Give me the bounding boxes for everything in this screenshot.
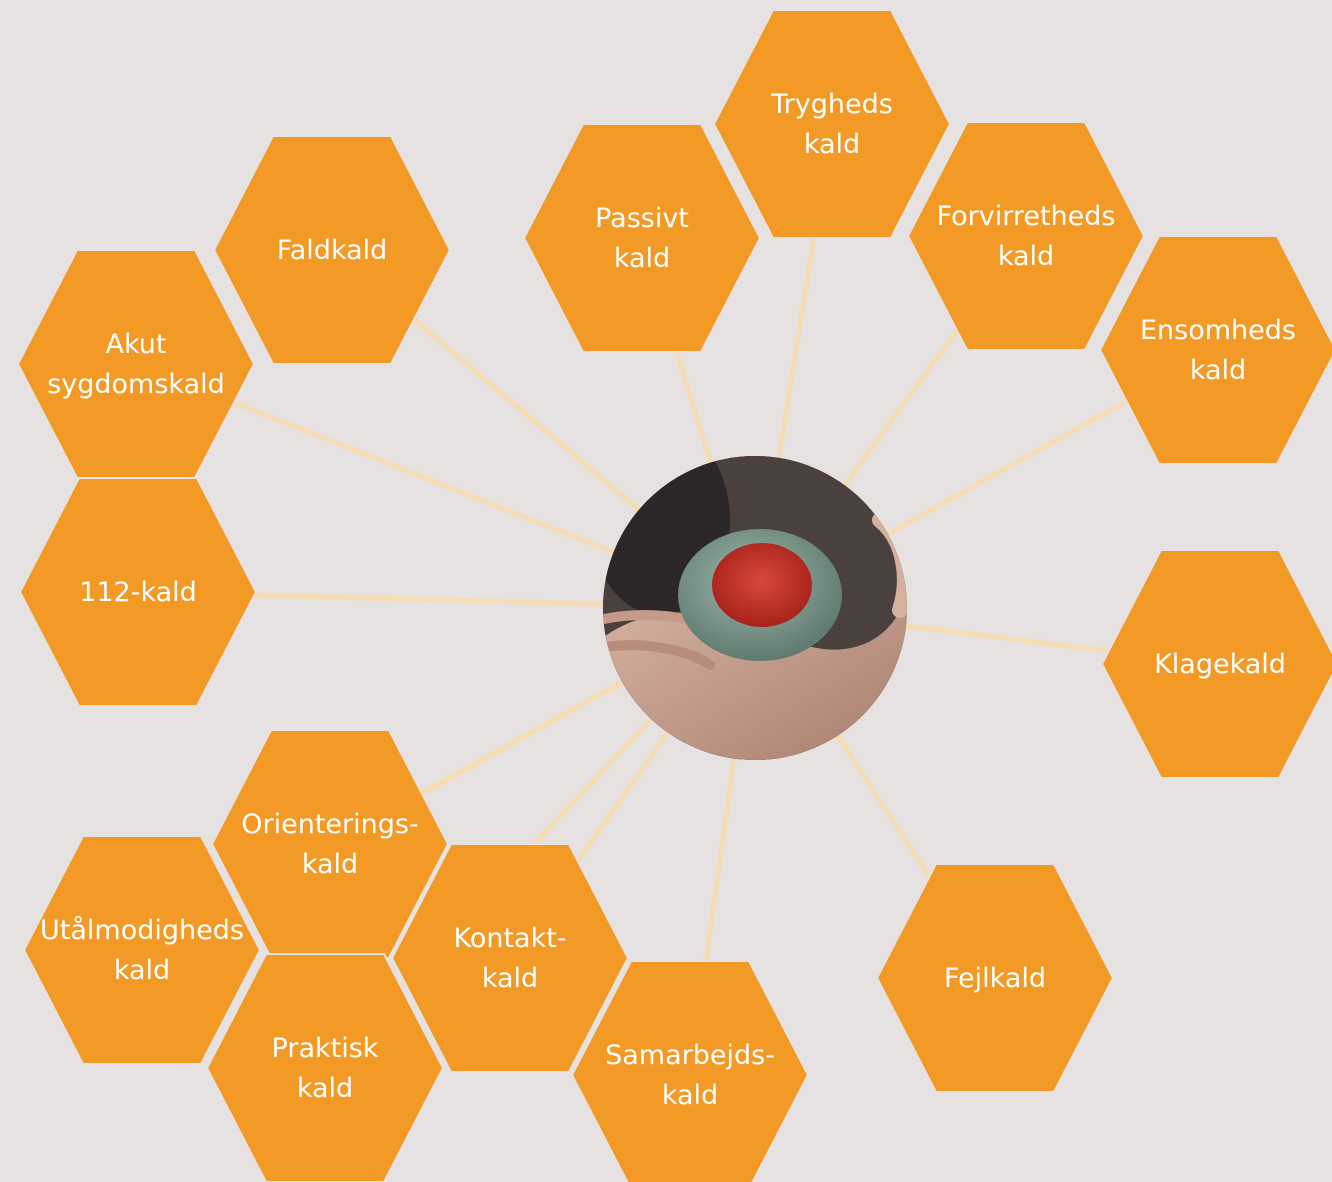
hex-node-akut: Akut sygdomskald (16, 249, 256, 479)
hex-label-utaalmodigheds-line-2: kald (114, 955, 170, 986)
hexagon-shape (205, 953, 445, 1182)
hex-label-utaalmodigheds-line-1: Utålmodigheds (40, 915, 244, 946)
hexagon-shape (390, 843, 630, 1073)
hexagon-shape (16, 249, 256, 479)
hexagon-shape (875, 863, 1115, 1093)
hexagon-shape (212, 135, 452, 365)
hex-node-forvirretheds: Forvirretheds kald (906, 121, 1146, 351)
alarm-button-red-center (712, 543, 812, 627)
hex-label-passivt-line-2: kald (614, 243, 670, 274)
hexagon-shape (522, 123, 762, 353)
hex-label-praktisk-line-2: kald (297, 1073, 353, 1104)
hexagon-shape (1098, 235, 1332, 465)
hex-label-praktisk-line-1: Praktisk (272, 1033, 379, 1064)
hex-label-112-line-1: 112-kald (79, 577, 197, 608)
hex-node-utaalmodigheds: Utålmodigheds kald (22, 835, 262, 1065)
hexagon-shape (570, 960, 810, 1182)
hex-node-kontakt: Kontakt-kald (390, 843, 630, 1073)
hex-node-fejlkald: Fejlkald (875, 863, 1115, 1093)
hex-node-trygheds: Trygheds kald (712, 9, 952, 239)
hex-label-orienterings-line-1: Orienterings- (241, 809, 418, 840)
hexagon-shape (18, 477, 258, 707)
hex-node-samarbejds: Samarbejds-kald (570, 960, 810, 1182)
hex-label-forvirretheds-line-2: kald (998, 241, 1054, 272)
hex-label-klagekald-line-1: Klagekald (1154, 649, 1286, 680)
center-photo (603, 456, 907, 760)
call-type-nodes: TryghedskaldPassivtkaldForvirrethedskald… (16, 9, 1332, 1182)
hex-node-112: 112-kald (18, 477, 258, 707)
hex-label-samarbejds-line-2: kald (662, 1080, 718, 1111)
hex-label-akut-line-1: Akut (106, 329, 167, 360)
finger-shape (603, 640, 715, 670)
hex-node-ensomheds: Ensomheds kald (1098, 235, 1332, 465)
hex-label-passivt-line-1: Passivt (595, 203, 689, 234)
hex-label-ensomheds-line-2: kald (1190, 355, 1246, 386)
hex-label-samarbejds-line-1: Samarbejds- (605, 1040, 775, 1071)
hex-label-forvirretheds-line-1: Forvirretheds (937, 201, 1116, 232)
hex-label-kontakt-line-1: Kontakt- (453, 923, 566, 954)
hex-label-fejlkald-line-1: Fejlkald (944, 963, 1046, 994)
hex-label-orienterings-line-2: kald (302, 849, 358, 880)
hexagon-shape (1100, 549, 1332, 779)
hex-label-akut-line-2: sygdomskald (47, 369, 225, 400)
hex-label-trygheds-line-2: kald (804, 129, 860, 160)
hex-label-faldkald-line-1: Faldkald (277, 235, 388, 266)
hex-label-kontakt-line-2: kald (482, 963, 538, 994)
hex-label-trygheds-line-1: Trygheds (770, 89, 893, 120)
hand-palm-shape (603, 580, 907, 760)
hex-node-praktisk: Praktisk kald (205, 953, 445, 1182)
hex-node-klagekald: Klagekald (1100, 549, 1332, 779)
hex-node-passivt: Passivt kald (522, 123, 762, 353)
hex-node-orienterings: Orienterings-kald (210, 729, 450, 959)
hex-label-ensomheds-line-1: Ensomheds (1140, 315, 1296, 346)
hexagon-shape (906, 121, 1146, 351)
hexagon-shape (712, 9, 952, 239)
hexagon-shape (22, 835, 262, 1065)
hex-node-faldkald: Faldkald (212, 135, 452, 365)
